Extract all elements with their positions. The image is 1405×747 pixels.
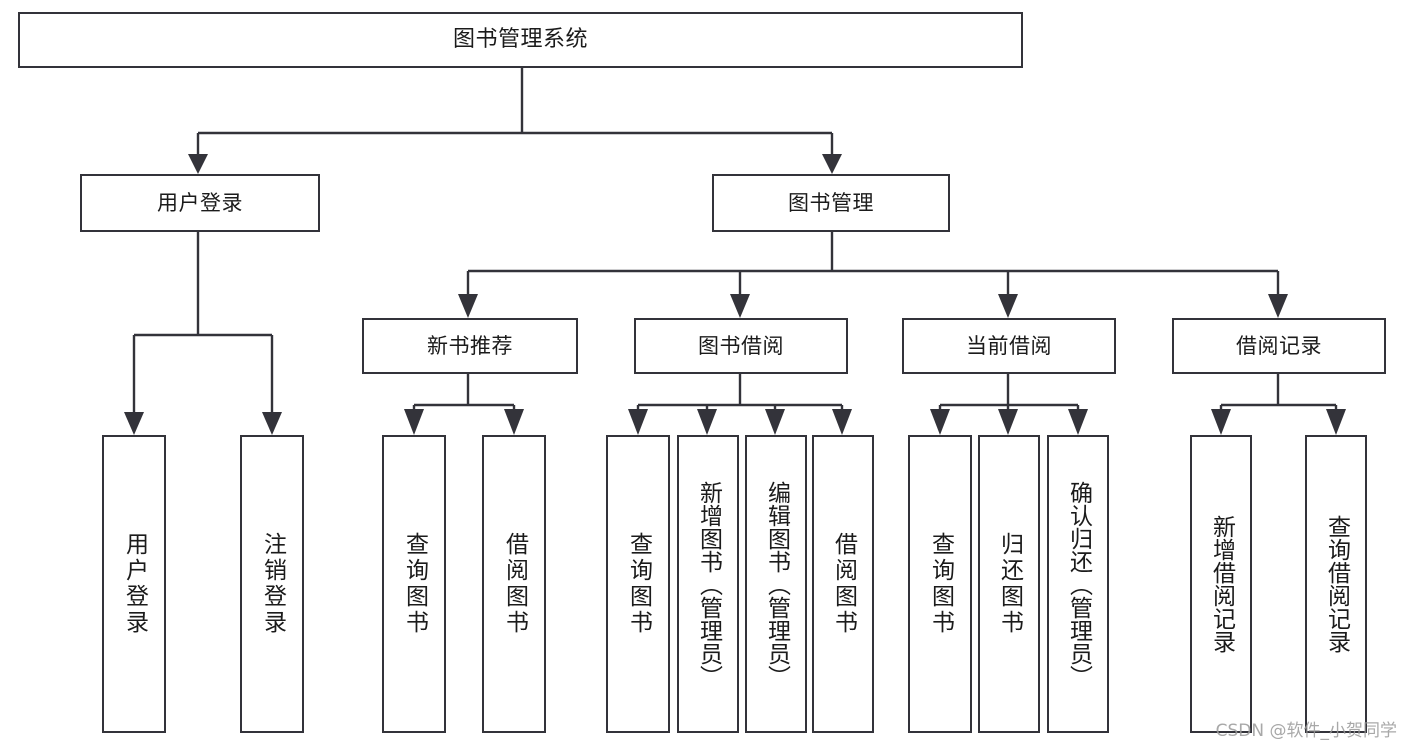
leaf-user-login-logout[interactable]: 注销登录 xyxy=(240,435,304,733)
arrowhead-leaf-book-borrow-3 xyxy=(765,409,785,435)
node-label: 用户登录 xyxy=(157,190,243,215)
leaf-book-borrow-add-book-admin[interactable]: 新增图书（管理员） xyxy=(677,435,739,733)
node-label: 查询借阅记录 xyxy=(1323,515,1350,653)
leaf-current-borrow-query-book[interactable]: 查询图书 xyxy=(908,435,972,733)
arrowhead-leaf-new-book-2 xyxy=(504,409,524,435)
node-label: 新增借阅记录 xyxy=(1208,515,1235,653)
leaf-current-borrow-confirm-return-admin[interactable]: 确认归还（管理员） xyxy=(1047,435,1109,733)
node-book-management[interactable]: 图书管理 xyxy=(712,174,950,232)
leaf-borrow-record-query-record[interactable]: 查询借阅记录 xyxy=(1305,435,1367,733)
node-label: 新增图书（管理员） xyxy=(695,480,722,688)
arrowhead-leaf-new-book-1 xyxy=(404,409,424,435)
node-label: 图书借阅 xyxy=(698,333,784,358)
arrowhead-leaf-book-borrow-4 xyxy=(832,409,852,435)
arrowhead-leaf-user-login-1 xyxy=(124,412,144,435)
leaf-user-login-login[interactable]: 用户登录 xyxy=(102,435,166,733)
arrowhead-leaf-borrow-record-1 xyxy=(1211,409,1231,435)
node-book-borrow[interactable]: 图书借阅 xyxy=(634,318,848,374)
node-label: 当前借阅 xyxy=(966,333,1052,358)
arrowhead-book-manage xyxy=(822,154,842,174)
node-label: 确认归还（管理员） xyxy=(1065,480,1092,688)
leaf-borrow-record-add-record[interactable]: 新增借阅记录 xyxy=(1190,435,1252,733)
node-label: 查询图书 xyxy=(401,532,428,636)
arrowhead-leaf-user-login-2 xyxy=(262,412,282,435)
node-root-book-management-system[interactable]: 图书管理系统 xyxy=(18,12,1023,68)
node-label: 新书推荐 xyxy=(427,333,513,358)
leaf-book-borrow-query-book[interactable]: 查询图书 xyxy=(606,435,670,733)
node-label: 借阅图书 xyxy=(501,532,528,636)
arrowhead-borrow-record xyxy=(1268,294,1288,318)
node-label: 编辑图书（管理员） xyxy=(763,480,790,688)
arrowhead-leaf-book-borrow-2 xyxy=(697,409,717,435)
node-label: 图书管理 xyxy=(788,190,874,215)
node-label: 归还图书 xyxy=(996,532,1023,636)
arrowhead-leaf-current-borrow-1 xyxy=(930,409,950,435)
node-label: 查询图书 xyxy=(927,532,954,636)
arrowhead-user-login xyxy=(188,154,208,174)
leaf-new-book-query-book[interactable]: 查询图书 xyxy=(382,435,446,733)
arrowhead-new-book xyxy=(458,294,478,318)
arrowhead-leaf-borrow-record-2 xyxy=(1326,409,1346,435)
arrowhead-leaf-book-borrow-1 xyxy=(628,409,648,435)
arrowhead-current-borrow xyxy=(998,294,1018,318)
node-borrow-record[interactable]: 借阅记录 xyxy=(1172,318,1386,374)
node-label: 图书管理系统 xyxy=(452,27,588,52)
node-label: 用户登录 xyxy=(121,532,148,636)
watermark-text: CSDN @软件_小贺同学 xyxy=(1215,721,1397,741)
leaf-new-book-borrow-book[interactable]: 借阅图书 xyxy=(482,435,546,733)
node-current-borrow[interactable]: 当前借阅 xyxy=(902,318,1116,374)
arrowhead-book-borrow xyxy=(730,294,750,318)
node-label: 借阅记录 xyxy=(1236,333,1322,358)
node-label: 注销登录 xyxy=(259,532,286,636)
leaf-book-borrow-edit-book-admin[interactable]: 编辑图书（管理员） xyxy=(745,435,807,733)
leaf-book-borrow-borrow-book[interactable]: 借阅图书 xyxy=(812,435,874,733)
leaf-current-borrow-return-book[interactable]: 归还图书 xyxy=(978,435,1040,733)
node-label: 查询图书 xyxy=(625,532,652,636)
arrowhead-leaf-current-borrow-3 xyxy=(1068,409,1088,435)
arrowhead-leaf-current-borrow-2 xyxy=(998,409,1018,435)
node-user-login[interactable]: 用户登录 xyxy=(80,174,320,232)
node-label: 借阅图书 xyxy=(830,532,857,636)
node-new-book-recommend[interactable]: 新书推荐 xyxy=(362,318,578,374)
